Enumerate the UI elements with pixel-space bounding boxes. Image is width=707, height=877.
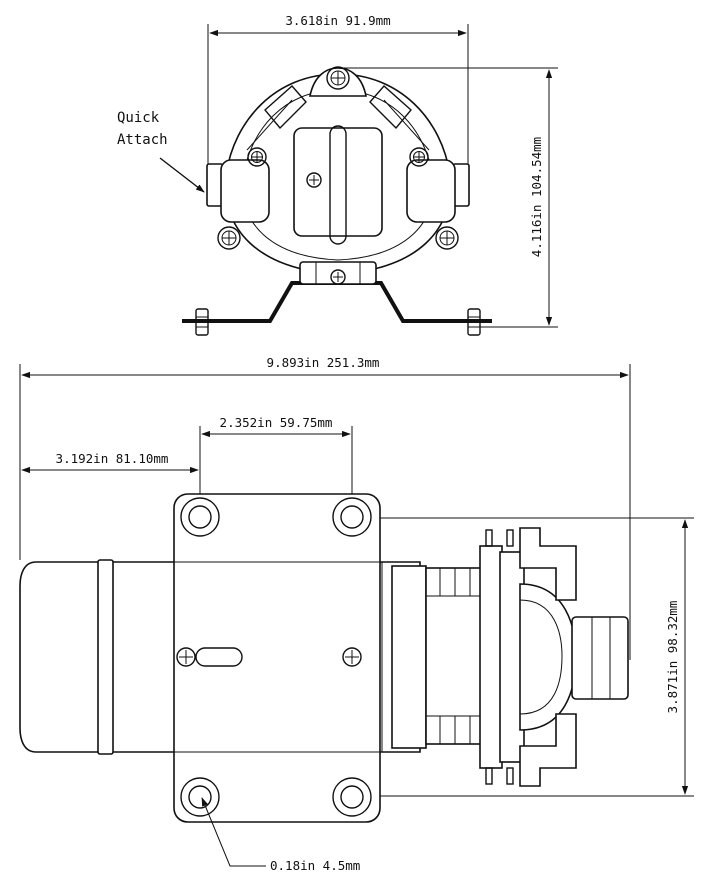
hole-leader — [201, 797, 266, 867]
mounting-hole-icon — [180, 777, 220, 817]
screw-icon — [247, 147, 267, 167]
length-dimension-label: 9.893in 251.3mm — [267, 355, 380, 370]
callout-attach: Attach — [117, 132, 168, 148]
width-dimension-label: 3.618in 91.9mm — [285, 13, 390, 28]
screw-icon — [217, 226, 241, 250]
height-dimension-label: 4.116in 104.54mm — [529, 137, 544, 257]
screw-icon — [330, 269, 346, 285]
screw-icon — [306, 172, 322, 188]
screw-icon — [342, 647, 362, 667]
pump-head-end-view — [206, 66, 470, 285]
top-view: 3.618in 91.9mm 4.116in 104.54mm Quick At… — [117, 13, 558, 336]
mounting-plate — [173, 493, 381, 823]
side-height-dimension-label: 3.871in 98.32mm — [665, 601, 680, 714]
side-view: 9.893in 251.3mm 2.352in 59.75mm 3.192in … — [19, 355, 694, 873]
hole-dimension-label: 0.18in 4.5mm — [270, 858, 360, 873]
spacing-dimension-label: 2.352in 59.75mm — [220, 415, 333, 430]
offset-dimension-label: 3.192in 81.10mm — [56, 451, 169, 466]
mounting-hole-icon — [180, 497, 220, 537]
screw-icon — [326, 66, 350, 90]
pump-head-side-view — [425, 527, 629, 787]
mounting-hole-icon — [332, 497, 372, 537]
callout-quick: Quick — [117, 110, 160, 126]
screw-icon — [435, 226, 459, 250]
callout-leader — [159, 157, 205, 193]
screw-icon — [176, 647, 196, 667]
mounting-hole-icon — [332, 777, 372, 817]
mounting-bracket — [182, 281, 492, 336]
screw-icon — [409, 147, 429, 167]
